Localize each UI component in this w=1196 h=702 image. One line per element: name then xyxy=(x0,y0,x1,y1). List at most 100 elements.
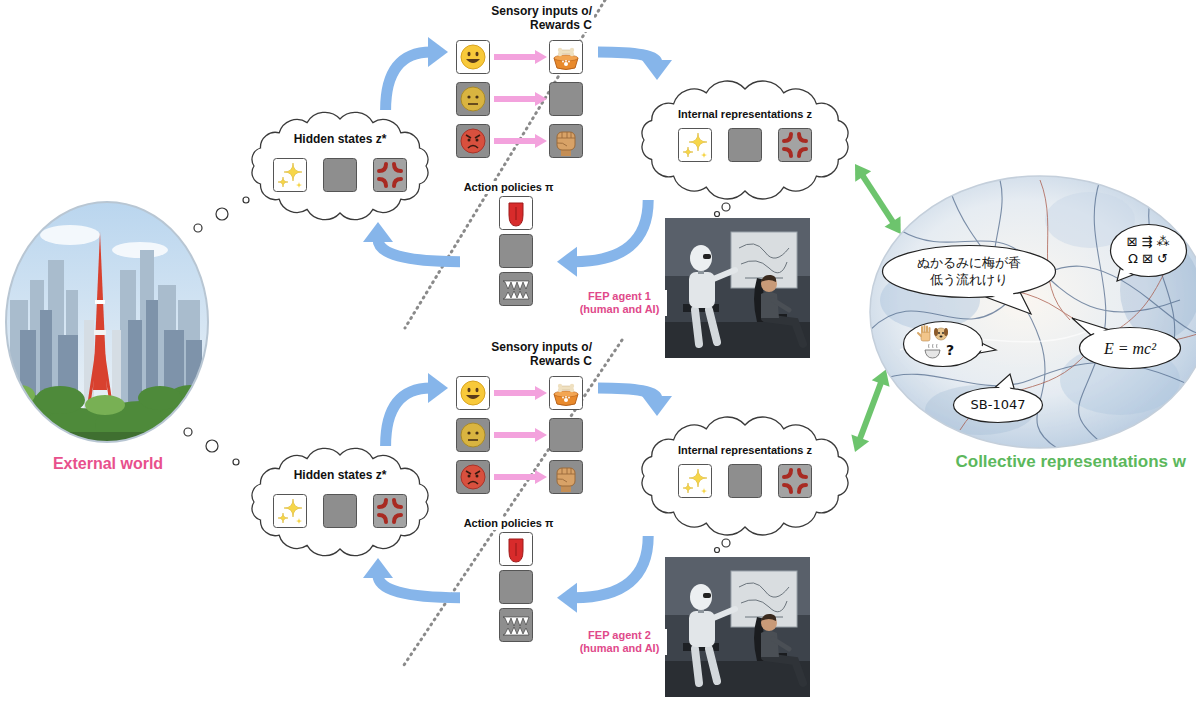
state-icons-part xyxy=(324,495,357,528)
text-slot: SB-1047 xyxy=(952,397,1044,415)
arrow-shaft xyxy=(386,52,431,110)
state-icons-part xyxy=(550,125,583,158)
bubble-join xyxy=(998,382,1011,390)
cloud-outline xyxy=(642,417,848,535)
node-label: Internal representations z xyxy=(676,444,814,457)
loop-arrow xyxy=(363,222,460,262)
agent-picture-part xyxy=(665,557,810,697)
state-icons-part xyxy=(494,50,547,64)
policy-column-outline xyxy=(460,181,557,307)
text-slot: Hidden states z* xyxy=(245,132,435,150)
cloud-bubble-outline xyxy=(245,110,435,222)
node-label: External world xyxy=(51,454,165,473)
state-icons xyxy=(274,41,812,642)
text-slot: ぬかるみに梅が香 低う流れけり xyxy=(881,254,1057,288)
loop-arrow xyxy=(557,536,648,613)
dotted-divider-part xyxy=(405,0,605,328)
arrow-shaft xyxy=(859,381,881,440)
state-icons-part xyxy=(679,465,712,498)
cloud-bubble: Internal representations z xyxy=(635,416,855,536)
cloud-outline xyxy=(252,448,428,555)
arrow-shaft xyxy=(386,388,431,446)
arrow-head xyxy=(428,373,448,403)
exchange-arrow xyxy=(851,369,889,452)
state-icons-part xyxy=(500,273,533,306)
emoji-icons-part xyxy=(942,332,944,334)
speech-bubble: SB-1047 xyxy=(952,386,1044,424)
collective-circle-outline xyxy=(868,172,1196,478)
state-icons-part xyxy=(550,377,583,410)
state-icons-part xyxy=(274,495,307,528)
state-icons-part xyxy=(729,465,762,498)
node-label: Action policies π xyxy=(462,181,556,194)
neural-texture-part xyxy=(870,180,1196,450)
neural-texture-part xyxy=(870,176,1196,448)
arrow-head xyxy=(851,435,869,452)
state-icons-part xyxy=(779,465,812,498)
text-slot: Hidden states z* xyxy=(245,468,435,486)
state-icons-part xyxy=(457,125,490,158)
state-icons-part xyxy=(374,159,407,192)
loop-arrow xyxy=(386,373,448,446)
cloud-outline xyxy=(642,81,848,199)
thought-trail-part xyxy=(715,548,720,553)
state-icons-part xyxy=(550,83,583,116)
state-icons-part xyxy=(729,129,762,162)
text-slot: FEP agent 1 (human and AI) xyxy=(572,290,667,316)
sensory-column: Sensory inputs o/ Rewards C xyxy=(448,4,598,164)
text-slot: Action policies π xyxy=(460,517,557,535)
state-icons-part xyxy=(500,609,533,642)
node-label: SB-1047 xyxy=(969,397,1028,413)
node-label: Hidden states z* xyxy=(292,468,389,482)
bubble-tail xyxy=(986,292,1031,314)
text-slot: Sensory inputs o/ Rewards C xyxy=(464,340,594,368)
emoji-icons-part xyxy=(938,332,940,334)
city-globe-part xyxy=(0,432,216,448)
thought-trail-part xyxy=(206,440,218,452)
thought-trail-part xyxy=(715,212,720,217)
state-icons-part xyxy=(779,129,812,162)
sensory-column: Sensory inputs o/ Rewards C xyxy=(448,340,598,500)
text-slot: Internal representations z xyxy=(635,108,855,126)
emoji-icons-part xyxy=(934,328,938,336)
city-globe xyxy=(0,198,220,452)
state-icons-part xyxy=(494,428,547,442)
emoji-icons-part xyxy=(921,332,930,341)
text-slot: Action policies π xyxy=(460,181,557,199)
bubble-outline xyxy=(1110,224,1186,276)
arrow-shaft xyxy=(378,575,460,598)
state-icons-part xyxy=(494,92,547,106)
node-label: Collective representations w xyxy=(953,452,1188,472)
arrow-head xyxy=(642,396,672,416)
state-icons-part xyxy=(679,129,712,162)
neural-texture-part xyxy=(890,180,1196,430)
text-slot: External world xyxy=(2,454,214,473)
city-globe-part xyxy=(0,198,216,448)
bubble-tail xyxy=(1072,318,1108,335)
cloud-outline xyxy=(252,112,428,219)
state-icons-part xyxy=(457,377,490,410)
emoji-icons-part xyxy=(929,344,938,348)
thought-trail-part xyxy=(722,539,730,547)
policy-column-outline xyxy=(460,517,557,643)
arrow-shaft xyxy=(574,536,648,598)
arrow-shaft xyxy=(862,175,894,224)
emoji-icons-part xyxy=(918,326,930,336)
neural-texture xyxy=(870,176,1196,450)
cloud-bubble-outline xyxy=(635,416,855,536)
state-icons-part xyxy=(457,83,490,116)
cloud-bubble-outline xyxy=(245,446,435,558)
state-icons-part xyxy=(457,461,490,494)
text-slot: ? xyxy=(942,342,958,360)
state-icons-part xyxy=(550,419,583,452)
agent-figure: FEP agent 2 (human and AI) xyxy=(572,555,812,699)
agent-figure: FEP agent 1 (human and AI) xyxy=(572,216,812,360)
city-globe-part xyxy=(40,225,100,245)
bubble-join xyxy=(1087,326,1108,335)
arrow-shaft xyxy=(574,200,648,262)
policy-column: Action policies π xyxy=(460,181,557,307)
bubble-outline xyxy=(883,245,1056,297)
state-icons-part xyxy=(457,41,490,74)
node-label: FEP agent 1 (human and AI) xyxy=(572,290,667,316)
node-label: ? xyxy=(944,342,956,358)
